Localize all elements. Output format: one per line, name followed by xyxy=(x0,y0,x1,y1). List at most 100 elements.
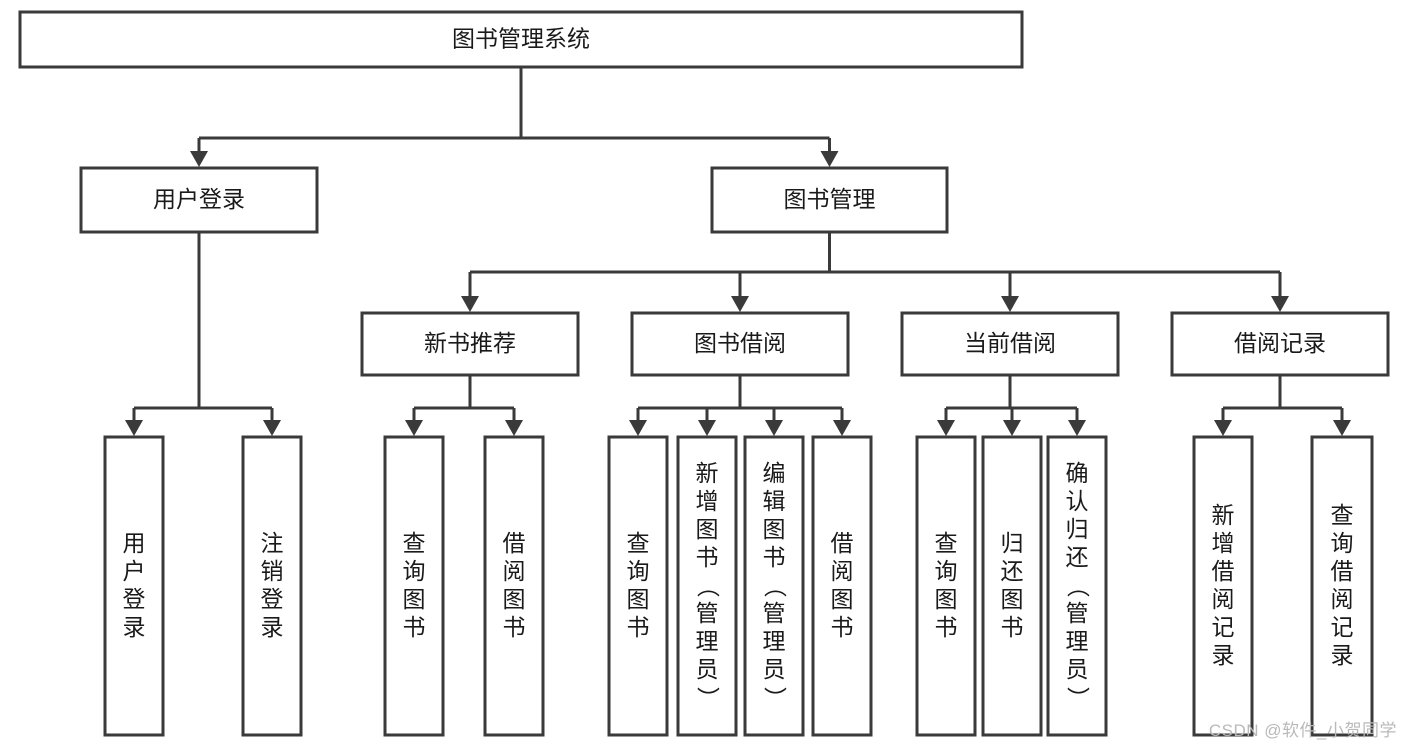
node-label-leaf-borrow-book-char-0: 借 xyxy=(831,530,854,556)
node-book-borrow[interactable]: 图书借阅 xyxy=(630,311,850,377)
node-label-leaf-query-book-borrow-char-2: 图 xyxy=(627,586,650,612)
node-new-book-recommend[interactable]: 新书推荐 xyxy=(360,311,580,377)
node-label-leaf-add-borrow-record-char-4: 记 xyxy=(1212,614,1235,640)
arrow-head-book-management xyxy=(820,151,839,167)
node-box-root xyxy=(18,10,1024,69)
node-label-leaf-add-book-admin-char-4: （ xyxy=(695,575,721,598)
node-label-leaf-confirm-return-admin-char-2: 归 xyxy=(1066,516,1089,542)
node-label-leaf-query-borrow-record-char-3: 阅 xyxy=(1331,586,1354,612)
node-label-leaf-add-book-admin-char-1: 增 xyxy=(696,488,719,514)
node-label-leaf-confirm-return-admin-char-5: 管 xyxy=(1066,600,1089,626)
node-label-leaf-query-borrow-record-char-1: 询 xyxy=(1331,530,1354,556)
arrow-head-book-borrow xyxy=(731,296,749,312)
arrow-head-leaf-return-book xyxy=(1003,420,1021,436)
node-label-leaf-logout-login-char-1: 销 xyxy=(261,558,284,584)
node-leaf-user-login[interactable]: 用户登录 xyxy=(103,435,165,737)
node-label-leaf-user-login-char-2: 登 xyxy=(123,586,146,612)
arrow-head-leaf-user-login xyxy=(125,420,143,436)
node-box-leaf-edit-book-admin xyxy=(743,435,805,737)
node-label-leaf-add-book-admin-char-7: 员 xyxy=(696,656,719,682)
node-label-leaf-query-book-recommend-char-1: 询 xyxy=(403,558,426,584)
node-label-leaf-edit-book-admin-char-7: 员 xyxy=(763,656,786,682)
node-box-leaf-add-book-admin xyxy=(676,435,738,737)
node-label-leaf-add-borrow-record-char-5: 录 xyxy=(1212,642,1235,668)
node-label-leaf-query-book-borrow-char-1: 询 xyxy=(627,558,650,584)
node-label-leaf-add-borrow-record-char-1: 增 xyxy=(1212,530,1235,556)
node-label-leaf-borrow-book-recommend-char-0: 借 xyxy=(503,530,526,556)
arrow-head-leaf-add-borrow-record xyxy=(1214,420,1232,436)
node-box-book-borrow xyxy=(630,311,850,377)
node-box-leaf-borrow-book xyxy=(811,435,873,737)
node-label-leaf-return-book-char-1: 还 xyxy=(1001,558,1024,584)
arrow-head-leaf-borrow-book xyxy=(833,420,851,436)
node-box-user-login xyxy=(79,166,319,234)
node-box-leaf-query-borrow-record xyxy=(1310,435,1374,737)
node-label-leaf-edit-book-admin-char-3: 书 xyxy=(763,544,786,570)
node-label-leaf-return-book-char-2: 图 xyxy=(1001,586,1024,612)
connector-lines-layer xyxy=(125,67,1351,436)
node-label-leaf-query-book-recommend-char-2: 图 xyxy=(403,586,426,612)
node-label-leaf-query-borrow-record-char-5: 录 xyxy=(1331,642,1354,668)
node-label-leaf-borrow-book-char-1: 阅 xyxy=(831,558,854,584)
node-label-current-borrow: 当前借阅 xyxy=(964,330,1056,356)
node-label-leaf-add-book-admin-char-8: ） xyxy=(695,687,721,710)
node-label-leaf-edit-book-admin-char-0: 编 xyxy=(763,460,786,486)
node-root[interactable]: 图书管理系统 xyxy=(18,10,1024,69)
node-label-leaf-confirm-return-admin-char-3: 还 xyxy=(1066,544,1089,570)
node-label-leaf-user-login-char-1: 户 xyxy=(123,558,146,584)
node-box-leaf-query-book-borrow xyxy=(607,435,669,737)
node-label-leaf-edit-book-admin-char-8: ） xyxy=(762,687,788,710)
node-box-book-management xyxy=(710,166,949,234)
node-label-book-management: 图书管理 xyxy=(784,186,876,212)
node-label-borrow-record: 借阅记录 xyxy=(1234,330,1326,356)
node-label-leaf-logout-login-char-2: 登 xyxy=(261,586,284,612)
node-box-leaf-query-book-current xyxy=(915,435,977,737)
node-label-leaf-query-book-borrow-char-0: 查 xyxy=(627,530,650,556)
node-user-login[interactable]: 用户登录 xyxy=(79,166,319,234)
node-label-leaf-add-borrow-record-char-0: 新 xyxy=(1212,502,1235,528)
node-label-leaf-query-book-current-char-2: 图 xyxy=(935,586,958,612)
node-current-borrow[interactable]: 当前借阅 xyxy=(900,311,1120,377)
node-label-leaf-add-book-admin-char-6: 理 xyxy=(696,628,719,654)
node-label-leaf-add-book-admin-char-2: 图 xyxy=(696,516,719,542)
node-borrow-record[interactable]: 借阅记录 xyxy=(1170,311,1390,377)
node-label-leaf-add-borrow-record-char-2: 借 xyxy=(1212,558,1235,584)
arrow-head-leaf-confirm-return-admin xyxy=(1068,420,1086,436)
node-box-leaf-borrow-book-recommend xyxy=(483,435,545,737)
node-label-leaf-confirm-return-admin-char-0: 确 xyxy=(1066,460,1089,486)
node-label-leaf-borrow-book-char-2: 图 xyxy=(831,586,854,612)
arrow-head-borrow-record xyxy=(1271,296,1289,312)
node-label-leaf-logout-login-char-0: 注 xyxy=(261,530,284,556)
node-book-management[interactable]: 图书管理 xyxy=(710,166,949,234)
node-box-leaf-add-borrow-record xyxy=(1192,435,1254,737)
node-box-leaf-logout-login xyxy=(241,435,303,737)
node-label-leaf-query-book-current-char-1: 询 xyxy=(935,558,958,584)
arrow-head-user-login xyxy=(190,151,208,167)
node-label-leaf-return-book-char-3: 书 xyxy=(1001,614,1024,640)
node-label-leaf-query-borrow-record-char-4: 记 xyxy=(1331,614,1354,640)
node-label-leaf-confirm-return-admin-char-8: ） xyxy=(1065,687,1091,710)
node-label-leaf-confirm-return-admin-char-7: 员 xyxy=(1066,656,1089,682)
node-label-leaf-edit-book-admin-char-2: 图 xyxy=(763,516,786,542)
node-label-leaf-confirm-return-admin-char-4: （ xyxy=(1065,575,1091,598)
node-label-user-login: 用户登录 xyxy=(153,186,245,212)
node-label-leaf-query-book-recommend-char-3: 书 xyxy=(403,614,426,640)
node-box-leaf-query-book-recommend xyxy=(383,435,445,737)
arrow-head-leaf-query-book-recommend xyxy=(405,420,423,436)
node-label-leaf-borrow-book-recommend-char-2: 图 xyxy=(503,586,526,612)
node-label-root: 图书管理系统 xyxy=(452,26,590,52)
node-label-leaf-query-borrow-record-char-0: 查 xyxy=(1331,502,1354,528)
